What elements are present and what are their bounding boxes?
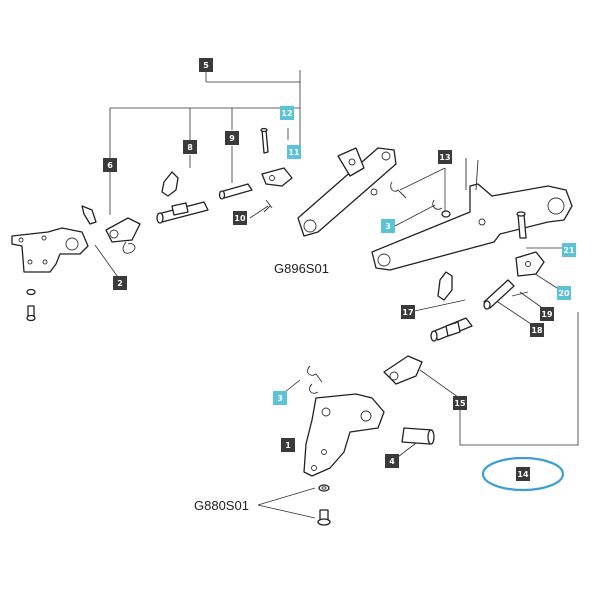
tag-6: 6 [103, 158, 117, 172]
tag-1: 1 [281, 438, 295, 452]
washer-13 [441, 210, 451, 218]
clip-13 [370, 181, 407, 199]
tag-20: 20 [557, 286, 571, 300]
pin-19 [511, 291, 529, 297]
pin-9 [218, 183, 253, 200]
block-11 [261, 167, 293, 187]
bracket-left [11, 227, 89, 273]
svg-text:18: 18 [531, 326, 543, 335]
tag-3-bottom: 3 [273, 391, 287, 405]
yoke-end [81, 205, 141, 243]
tag-9: 9 [225, 131, 239, 145]
latch-17 [437, 271, 453, 301]
svg-text:5: 5 [203, 61, 209, 70]
tag-10: 10 [233, 211, 247, 225]
pin-18 [483, 279, 515, 310]
svg-text:19: 19 [541, 310, 553, 319]
tag-2: 2 [113, 276, 127, 290]
svg-text:17: 17 [402, 308, 413, 317]
svg-text:9: 9 [229, 134, 235, 143]
washer-bottom [318, 484, 330, 492]
tag-14: 14 [516, 467, 530, 481]
yoke-15 [383, 355, 423, 385]
svg-text:20: 20 [558, 289, 570, 298]
svg-text:15: 15 [454, 399, 466, 408]
svg-text:8: 8 [187, 143, 193, 152]
svg-text:11: 11 [288, 148, 300, 157]
pin-21 [516, 211, 527, 239]
latch-8 [161, 171, 179, 197]
pin-12 [260, 127, 269, 154]
svg-text:3: 3 [277, 394, 283, 403]
ref-top: G896S01 [274, 261, 329, 276]
svg-text:10: 10 [234, 214, 246, 223]
clip-pin-left [122, 241, 136, 254]
svg-text:1: 1 [285, 441, 291, 450]
tag-19: 19 [540, 307, 554, 321]
tag-12: 12 [280, 106, 294, 120]
svg-text:13: 13 [439, 153, 450, 162]
bolt-bottom [317, 509, 331, 526]
svg-text:21: 21 [563, 246, 575, 255]
tag-18: 18 [530, 323, 544, 337]
ref-bottom: G880S01 [194, 498, 249, 513]
tag-3-top: 3 [381, 219, 395, 233]
svg-text:4: 4 [389, 457, 395, 466]
svg-text:2: 2 [117, 279, 123, 288]
tag-11: 11 [287, 145, 301, 159]
pin-long-left [156, 201, 209, 224]
clip-3-top [432, 199, 443, 210]
pin-4 [401, 427, 435, 445]
tag-4: 4 [385, 454, 399, 468]
svg-text:12: 12 [281, 109, 292, 118]
svg-text:3: 3 [385, 222, 391, 231]
top-link-arm [297, 147, 397, 237]
tag-5: 5 [199, 58, 213, 72]
pin-15 [430, 317, 473, 342]
lower-link-right [371, 158, 573, 271]
svg-text:6: 6 [107, 161, 113, 170]
tag-17: 17 [401, 305, 415, 319]
tag-13: 13 [438, 150, 452, 164]
tag-15: 15 [453, 396, 467, 410]
bolt-small-left [26, 288, 36, 322]
clip-3-bottom [307, 365, 323, 394]
block-20 [515, 251, 545, 277]
tag-21: 21 [562, 243, 576, 257]
highlight-ellipse [481, 456, 565, 492]
tag-8: 8 [183, 140, 197, 154]
pin-10 [263, 199, 273, 213]
svg-text:14: 14 [517, 470, 529, 479]
bracket-1 [303, 393, 385, 477]
